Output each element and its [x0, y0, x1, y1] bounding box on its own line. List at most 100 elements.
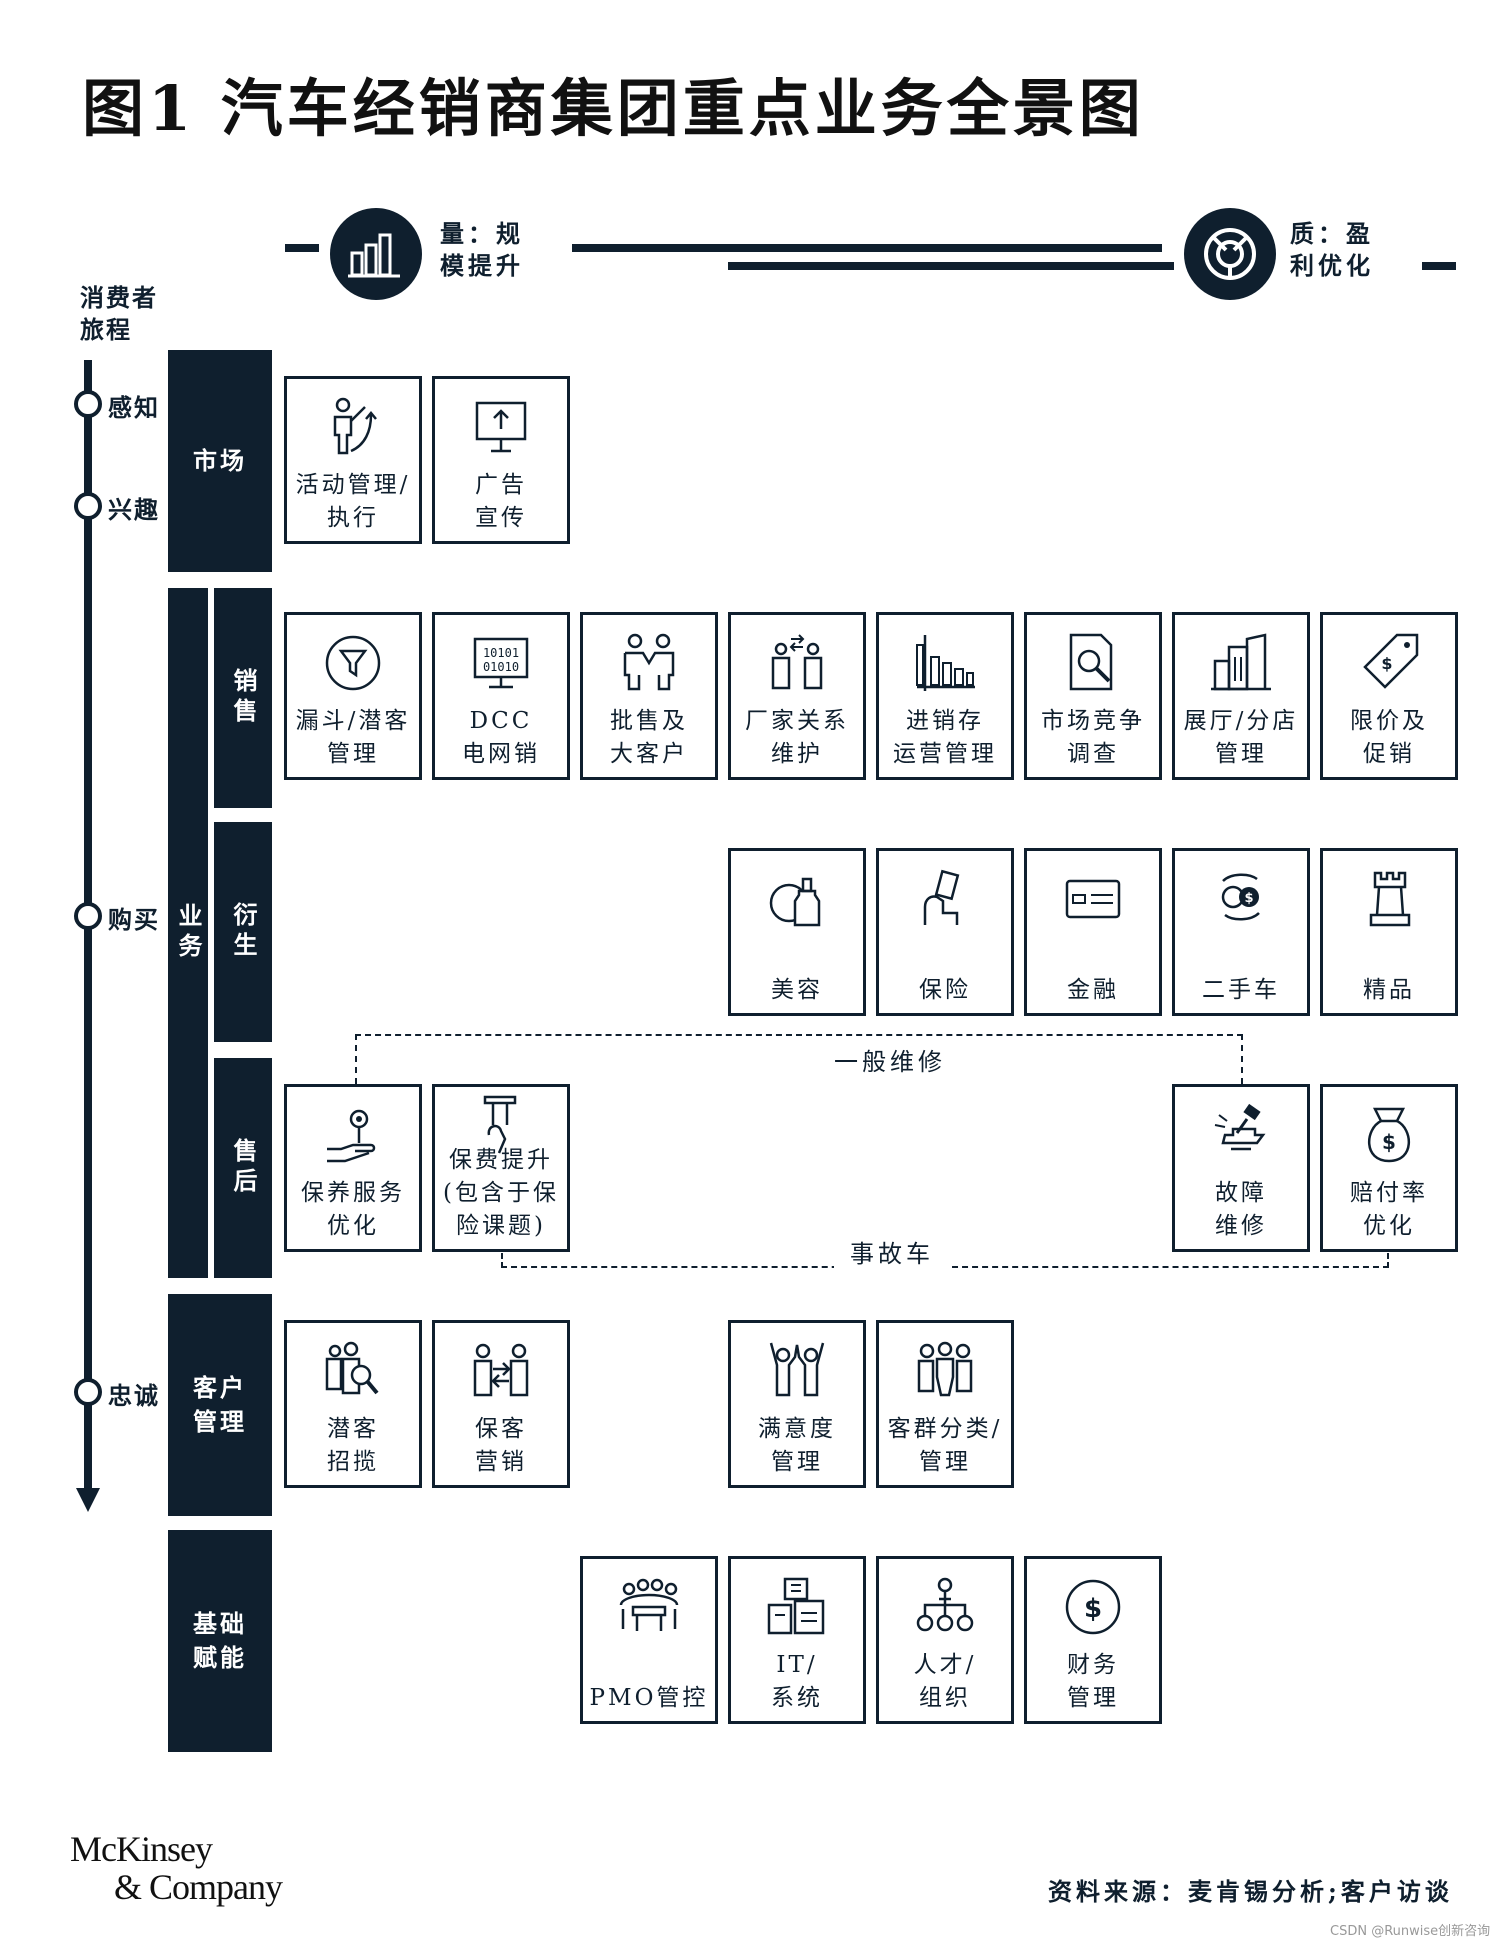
card-it-system: IT/ 系统: [728, 1556, 866, 1724]
binary-monitor-icon: 10101 01010: [473, 637, 529, 689]
card-label: 广告 宣传: [475, 472, 527, 531]
card-label: 二手车: [1202, 977, 1280, 1003]
card-label: 财务 管理: [1067, 1652, 1119, 1711]
card-label: 批售及 大客户: [610, 708, 688, 767]
card-advertising: 广告 宣传: [432, 376, 570, 544]
card-label: 展厅/分店 管理: [1183, 708, 1299, 767]
card-used-car: $ 二手车: [1172, 848, 1310, 1016]
connector-label-accident-car: 事故车: [834, 1234, 950, 1269]
card-funnel: 漏斗/潜客 管理: [284, 612, 422, 780]
meeting-table-icon: [619, 1578, 679, 1631]
connector-label-general-repair: 一般维修: [818, 1042, 962, 1077]
axis-label-quality: 质：盈 利优化: [1290, 219, 1374, 280]
logo-line-2: & Company: [114, 1867, 283, 1907]
source-note: 资料来源：麦肯锡分析;客户访谈: [1048, 1877, 1453, 1906]
card-finance: 金融: [1024, 848, 1162, 1016]
card-label: 潜客 招揽: [327, 1416, 379, 1475]
axis-line-right: [1422, 262, 1456, 270]
card-showroom: 展厅/分店 管理: [1172, 612, 1310, 780]
card-label: 美容: [771, 977, 823, 1003]
block-sales: 销售: [214, 588, 272, 808]
connector-general-repair: [355, 1034, 1243, 1084]
card-dcc: 10101 01010 DCC 电网销: [432, 612, 570, 780]
card-label: 故障 维修: [1215, 1180, 1267, 1239]
card-label: 市场竞争 调查: [1041, 708, 1145, 767]
stage-purchase: 购买: [108, 905, 160, 934]
presenter-icon: [333, 397, 377, 455]
stage-dot-interest: [74, 492, 102, 520]
block-customer: 客户 管理: [168, 1294, 272, 1516]
card-activity-management: 活动管理/ 执行: [284, 376, 422, 544]
card-maintenance-service: 保养服务 优化: [284, 1084, 422, 1252]
axis-line-quantity: [572, 244, 1162, 252]
handshake-icon: [623, 633, 675, 691]
inventory-chart-icon: [916, 635, 975, 691]
svg-text:$: $: [1244, 891, 1253, 906]
axis-label-quantity: 量：规 模提升: [440, 219, 524, 280]
dollar-circle-icon: $: [1065, 1579, 1121, 1635]
card-label: 客群分类/ 管理: [887, 1416, 1003, 1475]
coin-cycle-icon: $: [1221, 873, 1260, 921]
people-cheer-icon: [769, 1342, 825, 1397]
stage-loyalty: 忠诚: [108, 1381, 160, 1410]
card-finance-management: $ 财务 管理: [1024, 1556, 1162, 1724]
card-label: 满意度 管理: [758, 1416, 836, 1475]
document-search-icon: [1069, 633, 1113, 691]
block-market: 市场: [168, 350, 272, 572]
beauty-bottle-icon: [769, 877, 821, 927]
card-label: 漏斗/潜客 管理: [295, 708, 411, 767]
card-retention-marketing: 保客 营销: [432, 1320, 570, 1488]
org-chart-icon: [916, 1577, 974, 1632]
card-fault-repair: 故障 维修: [1172, 1084, 1310, 1252]
card-label: 进销存 运营管理: [893, 708, 997, 767]
card-label: 金融: [1067, 977, 1119, 1003]
hand-flower-icon: [327, 1109, 376, 1163]
svg-text:$: $: [1382, 1130, 1396, 1154]
insurance-hand-icon: [923, 869, 960, 925]
exchange-people-icon: [771, 634, 823, 690]
people-search-icon: [325, 1341, 379, 1395]
hand-card-icon: [483, 1095, 517, 1154]
price-tag-icon: $: [1363, 633, 1419, 689]
logo-line-1: McKinsey: [70, 1829, 213, 1869]
block-aftersales: 售后: [214, 1058, 272, 1278]
card-label: DCC 电网销: [462, 708, 540, 767]
watermark: CSDN @Runwise创新咨询: [1330, 1924, 1491, 1939]
it-building-icon: [767, 1577, 825, 1635]
card-label: IT/ 系统: [771, 1652, 823, 1711]
card-pricing-promotion: $ 限价及 促销: [1320, 612, 1458, 780]
svg-text:10101: 10101: [483, 646, 519, 660]
people-group-icon: [917, 1341, 973, 1397]
card-satisfaction: 满意度 管理: [728, 1320, 866, 1488]
block-derivative: 衍生: [214, 822, 272, 1042]
bar-chart-icon: [330, 208, 422, 300]
money-bag-icon: $: [1367, 1107, 1411, 1163]
card-competition-research: 市场竞争 调查: [1024, 612, 1162, 780]
credit-card-icon: [1065, 879, 1121, 919]
card-customer-segmentation: 客群分类/ 管理: [876, 1320, 1014, 1488]
axis-line-left: [285, 244, 319, 252]
card-talent-organization: 人才/ 组织: [876, 1556, 1014, 1724]
svg-text:$: $: [1084, 1594, 1102, 1624]
card-oem-relations: 厂家关系 维护: [728, 612, 866, 780]
card-label: 厂家关系 维护: [745, 708, 849, 767]
card-insurance: 保险: [876, 848, 1014, 1016]
stage-dot-purchase: [74, 902, 102, 930]
card-label: 保费提升 (包含于保 险课题): [443, 1147, 559, 1239]
card-label: 人才/ 组织: [913, 1652, 977, 1711]
card-label: PMO管控: [589, 1685, 709, 1711]
funnel-icon: [325, 635, 381, 691]
card-label: 保险: [919, 977, 971, 1003]
buildings-icon: [1211, 633, 1271, 691]
stage-dot-loyalty: [74, 1378, 102, 1406]
card-label: 赔付率 优化: [1350, 1180, 1428, 1239]
card-prospect-acquisition: 潜客 招揽: [284, 1320, 422, 1488]
journey-arrow-icon: [76, 1488, 100, 1512]
axis-line-quality: [728, 262, 1174, 270]
target-icon: [1184, 208, 1276, 300]
people-exchange-icon: [473, 1343, 529, 1397]
svg-text:01010: 01010: [483, 660, 519, 674]
card-label: 限价及 促销: [1350, 708, 1428, 767]
card-pmo: PMO管控: [580, 1556, 718, 1724]
chess-rook-icon: [1369, 871, 1411, 927]
